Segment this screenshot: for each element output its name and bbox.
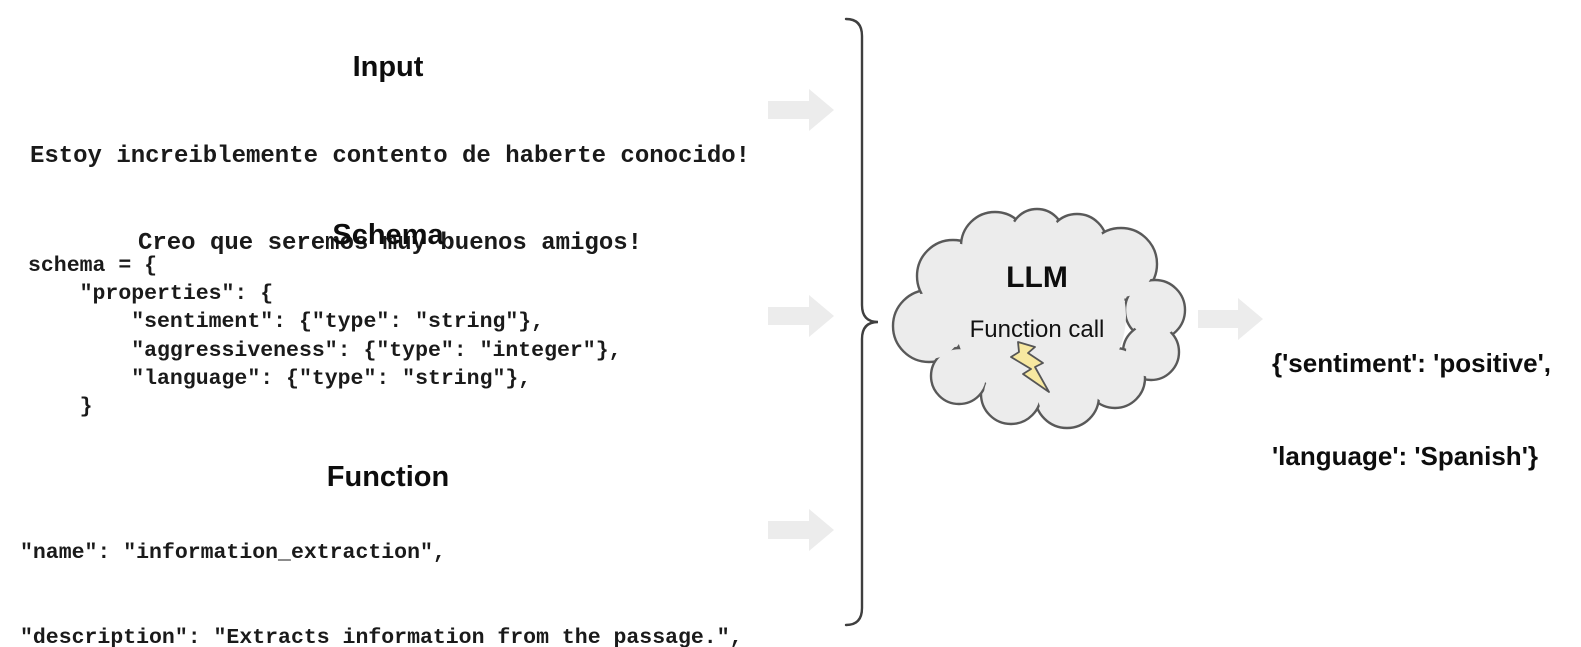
function-description-line: "description": "Extracts information fro… xyxy=(20,625,743,647)
schema-flow-arrow-icon xyxy=(768,295,834,337)
llm-subtitle: Function call xyxy=(969,316,1105,343)
llm-title: LLM xyxy=(1006,261,1068,294)
function-section-heading: Function xyxy=(326,461,450,493)
function-flow-arrow-icon xyxy=(768,509,834,551)
input-text-line1: Estoy increiblemente contento de haberte… xyxy=(29,143,751,170)
cloud-shape-icon xyxy=(891,207,1187,430)
schema-code-block: schema = { "properties": { "sentiment": … xyxy=(28,254,622,420)
schema-section-heading: Schema xyxy=(332,219,444,251)
function-name-line: "name": "information_extraction", xyxy=(20,541,446,565)
input-text-block: Estoy increiblemente contento de haberte… xyxy=(16,84,764,316)
output-result-line2: 'language': 'Spanish'} xyxy=(1272,441,1538,471)
llm-cloud: LLM Function call xyxy=(885,200,1189,440)
lightning-bolt-icon xyxy=(1010,341,1050,393)
output-result-line1: {'sentiment': 'positive', xyxy=(1272,348,1552,378)
output-result-block: {'sentiment': 'positive', 'language': 'S… xyxy=(1272,286,1551,534)
input-section-heading: Input xyxy=(352,51,424,83)
function-code-block: "name": "information_extraction", "descr… xyxy=(20,491,743,647)
input-text-line2: Creo que seremos muy buenos amigos! xyxy=(137,230,643,257)
output-flow-arrow-icon xyxy=(1198,298,1263,340)
curly-brace-icon xyxy=(844,17,879,627)
input-flow-arrow-icon xyxy=(768,89,834,131)
